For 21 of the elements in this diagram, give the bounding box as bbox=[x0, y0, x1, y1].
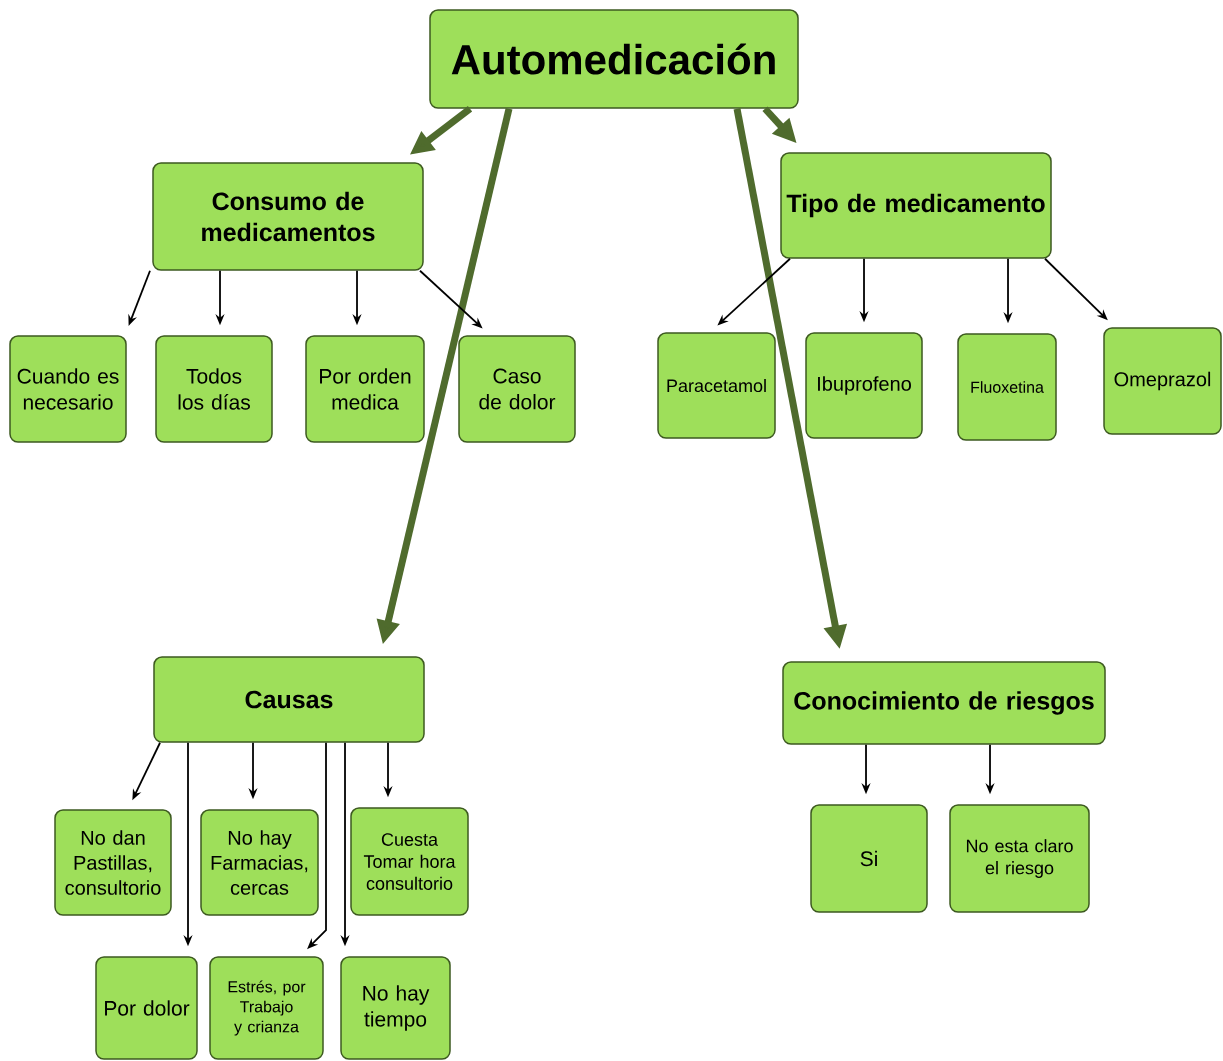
concept-box: Cuesta Tomar hora consultorio bbox=[350, 807, 469, 916]
concept-box: Cuando es necesario bbox=[9, 335, 127, 443]
concept-box: Por orden medica bbox=[305, 335, 425, 443]
concept-box: No dan Pastillas, consultorio bbox=[54, 809, 172, 916]
topic-box: Tipo de medicamento bbox=[780, 152, 1052, 259]
concept-box: Ibuprofeno bbox=[805, 332, 923, 439]
concept-box: Paracetamol bbox=[657, 332, 776, 439]
topic-box: Causas bbox=[153, 656, 425, 743]
concept-box: Si bbox=[810, 804, 928, 913]
concept-box: Omeprazol bbox=[1103, 327, 1222, 435]
concept-box: Caso de dolor bbox=[458, 335, 576, 443]
concept-box: No esta claro el riesgo bbox=[949, 804, 1090, 913]
concept-box: Por dolor bbox=[95, 956, 198, 1060]
concept-box: Fluoxetina bbox=[957, 333, 1057, 441]
concept-box: No hay Farmacias, cercas bbox=[200, 809, 319, 916]
topic-box: Consumo de medicamentos bbox=[152, 162, 424, 271]
concept-box: Todos los días bbox=[155, 335, 273, 443]
title-box: Automedicación bbox=[429, 9, 799, 109]
topic-box: Conocimiento de riesgos bbox=[782, 661, 1106, 745]
concept-box: No hay tiempo bbox=[340, 956, 451, 1060]
concept-box: Estrés, por Trabajo y crianza bbox=[209, 956, 324, 1060]
